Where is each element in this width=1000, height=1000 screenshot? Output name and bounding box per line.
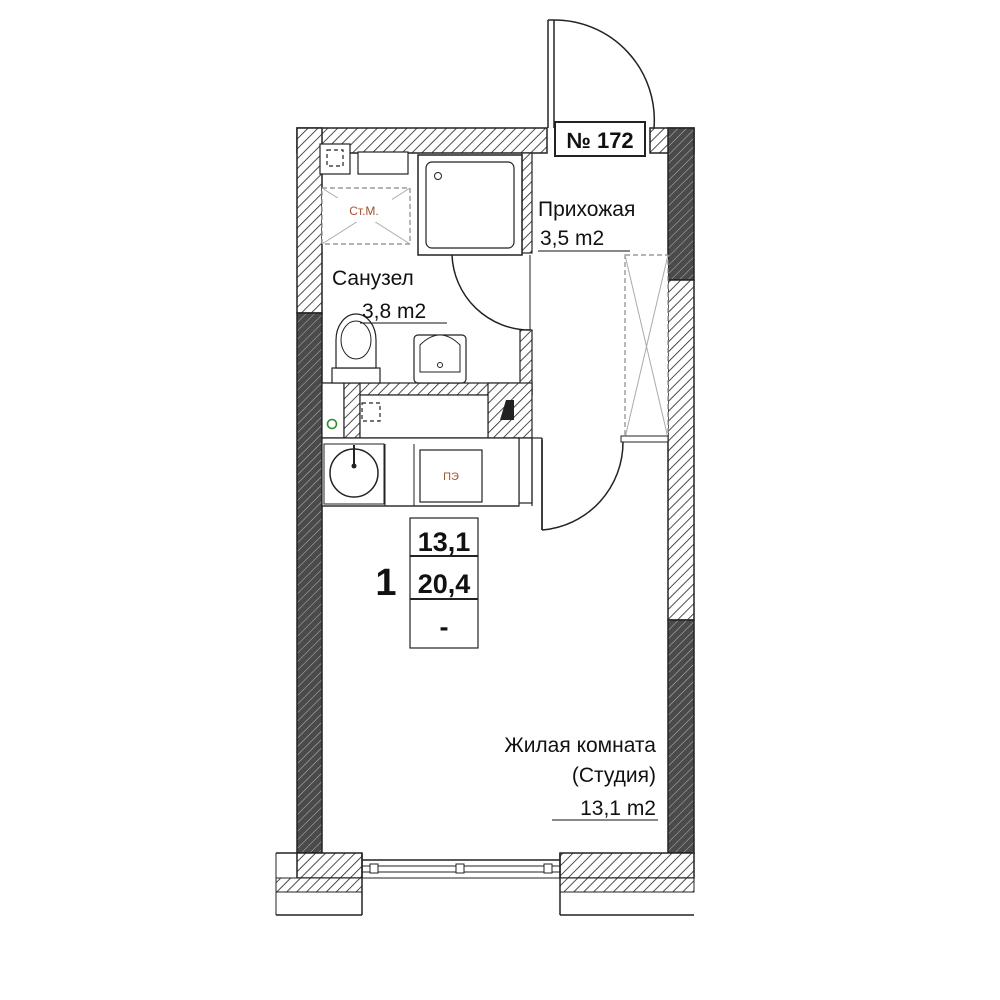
window-balcony [275,852,695,916]
living-area: 13,1 m2 [580,797,656,820]
apartment-number-badge: № 172 [554,121,646,157]
hallway-label: Прихожая 3,5 m2 [538,198,635,252]
wardrobe [620,254,669,443]
exterior-walls [296,127,695,879]
living-room-door [541,440,624,531]
shower-tray [417,154,523,256]
living-room-label: Жилая комната (Студия) 13,1 m2 [504,734,658,821]
apartment-number: № 172 [566,128,633,153]
hallway-name: Прихожая [538,198,635,221]
area-summary: 1 13,1 20,4 - [375,517,479,649]
total-area-value: 20,4 [418,569,471,599]
stove-label: ПЭ [443,471,459,483]
bathroom-partitions [321,152,533,504]
living-name-line2: (Студия) [572,764,656,787]
entrance-door [547,19,656,129]
bathroom-door [451,254,531,331]
living-area-value: 13,1 [418,527,471,557]
bathroom-area: 3,8 m2 [362,300,426,323]
washing-machine-label: Ст.М. [349,204,379,218]
hallway-area: 3,5 m2 [540,227,604,250]
riser-icon [326,418,338,430]
kitchen-fixtures: ПЭ [321,437,543,530]
extra-area-value: - [440,612,449,642]
electric-stove: ПЭ [419,449,483,503]
bathroom-fixtures: Ст.М. [319,143,523,430]
room-count: 1 [375,562,396,604]
bathroom-label: Санузел 3,8 m2 [332,267,447,324]
wash-basin [413,334,467,384]
washing-machine: Ст.М. [321,187,411,245]
toilet [331,313,381,384]
kitchen-sink [323,443,385,505]
bathroom-name: Санузел [332,267,414,290]
living-name-line1: Жилая комната [504,734,656,757]
